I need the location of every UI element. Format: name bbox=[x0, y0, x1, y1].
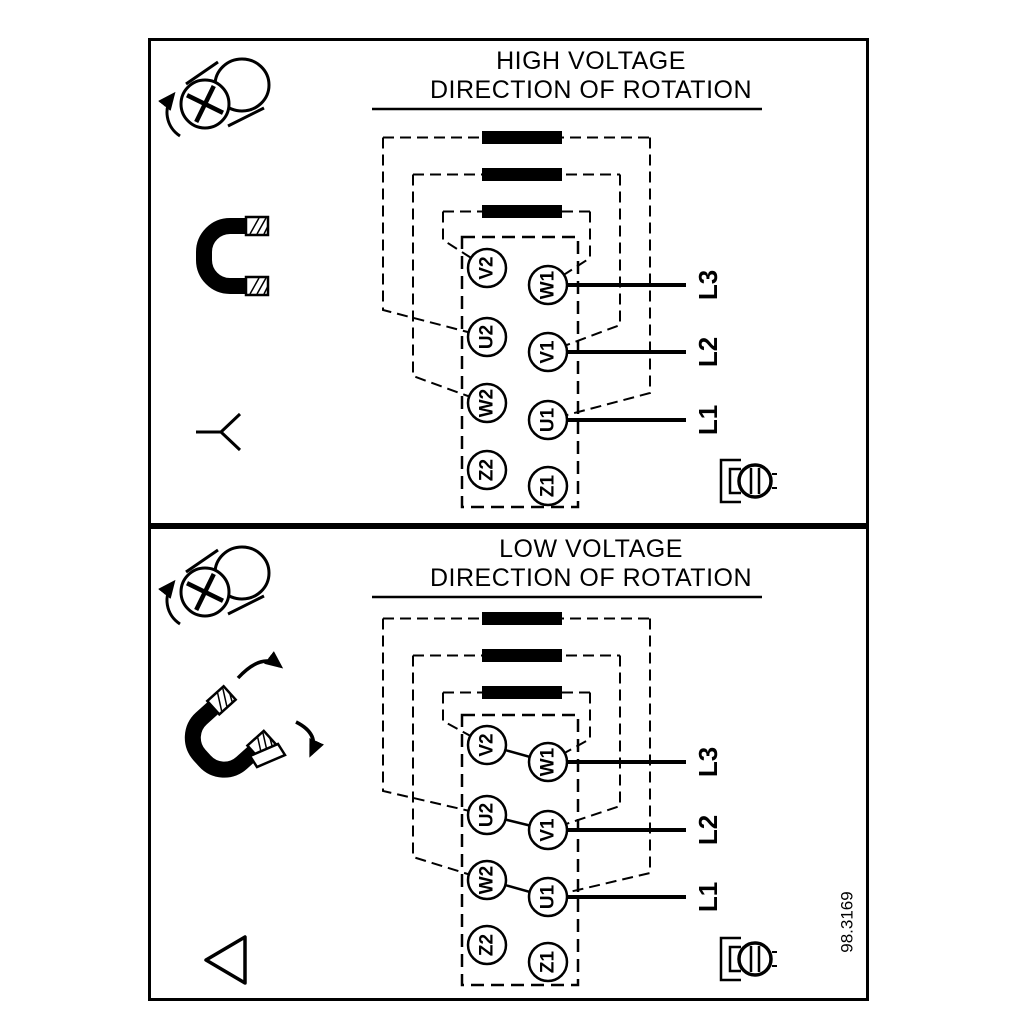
panel-subtitle: DIRECTION OF ROTATION bbox=[430, 76, 752, 104]
terminal-w1 bbox=[527, 741, 569, 783]
terminal-label: U1 bbox=[538, 884, 559, 909]
jumper-move-arrow bbox=[295, 720, 325, 758]
jumper-bar bbox=[482, 168, 562, 181]
panel-low-voltage: LOW VOLTAGE DIRECTION OF ROTATION bbox=[148, 526, 869, 1001]
terminal-label: U2 bbox=[477, 325, 498, 349]
terminal-z1 bbox=[527, 465, 569, 507]
terminal-v1 bbox=[527, 331, 569, 373]
jumper-bar bbox=[482, 649, 562, 662]
supply-label-l3: L3 bbox=[693, 747, 723, 777]
jumper-bar bbox=[482, 686, 562, 699]
terminal-u2 bbox=[466, 794, 508, 836]
supply-label-l1: L1 bbox=[693, 405, 723, 435]
jumper-wire bbox=[442, 211, 488, 269]
removed-jumper-piece bbox=[248, 742, 287, 769]
jumper-move-arrow bbox=[236, 651, 284, 680]
terminal-board: V2 U2 W2 Z2 W1 V1 U1 Z1 bbox=[466, 247, 569, 507]
figure-number: 98.3169 bbox=[838, 891, 857, 952]
terminal-z2 bbox=[466, 449, 508, 491]
panel-title: HIGH VOLTAGE bbox=[496, 47, 686, 75]
terminal-label: U1 bbox=[538, 407, 559, 432]
terminal-label: W2 bbox=[477, 389, 498, 418]
terminal-label: W1 bbox=[538, 747, 559, 776]
terminal-label: Z1 bbox=[538, 474, 559, 497]
delta-connection-icon bbox=[204, 935, 247, 985]
terminal-w2 bbox=[466, 382, 508, 424]
terminal-label: Z1 bbox=[538, 950, 559, 973]
terminal-label: V2 bbox=[477, 733, 498, 756]
terminal-label: Z2 bbox=[477, 934, 498, 956]
panel-border bbox=[148, 526, 869, 1001]
terminal-w1 bbox=[527, 264, 569, 306]
terminal-label: U2 bbox=[477, 803, 498, 827]
terminal-box bbox=[460, 713, 580, 987]
terminal-label: V1 bbox=[538, 340, 559, 364]
supply-label-l3: L3 bbox=[693, 270, 723, 300]
terminal-label: W2 bbox=[477, 866, 498, 895]
terminal-v1 bbox=[527, 809, 569, 851]
terminal-u2 bbox=[466, 316, 508, 358]
terminal-u1 bbox=[527, 876, 569, 918]
supply-label-l2: L2 bbox=[693, 337, 723, 367]
terminal-box bbox=[460, 235, 580, 509]
jumper-bar bbox=[482, 612, 562, 625]
terminal-board: V2 U2 W2 Z2 W1 V1 U1 Z1 bbox=[466, 724, 569, 983]
jumper-wire bbox=[547, 137, 651, 421]
panel-title: LOW VOLTAGE bbox=[499, 535, 683, 563]
jumper-wire bbox=[547, 618, 651, 898]
terminal-label: Z2 bbox=[477, 459, 498, 481]
terminal-label: V2 bbox=[477, 256, 498, 279]
panel-high-voltage: HIGH VOLTAGE DIRECTION OF ROTATION bbox=[148, 38, 869, 526]
terminal-u1 bbox=[527, 399, 569, 441]
terminal-v2 bbox=[466, 247, 508, 289]
jumper-bar bbox=[482, 131, 562, 144]
panel-subtitle: DIRECTION OF ROTATION bbox=[430, 564, 752, 592]
supply-lines bbox=[548, 760, 686, 899]
terminal-z2 bbox=[466, 924, 508, 966]
jumper-bar bbox=[482, 205, 562, 218]
terminal-label: W1 bbox=[538, 270, 559, 299]
jumper-wire bbox=[382, 618, 488, 816]
terminal-label: V1 bbox=[538, 818, 559, 842]
star-connection-icon bbox=[196, 412, 242, 452]
supply-label-l2: L2 bbox=[693, 815, 723, 845]
jumper-wire bbox=[382, 137, 488, 338]
supply-label-l1: L1 bbox=[693, 882, 723, 912]
terminal-v2 bbox=[466, 724, 508, 766]
terminal-z1 bbox=[527, 941, 569, 983]
supply-lines bbox=[548, 283, 686, 422]
terminal-w2 bbox=[466, 859, 508, 901]
